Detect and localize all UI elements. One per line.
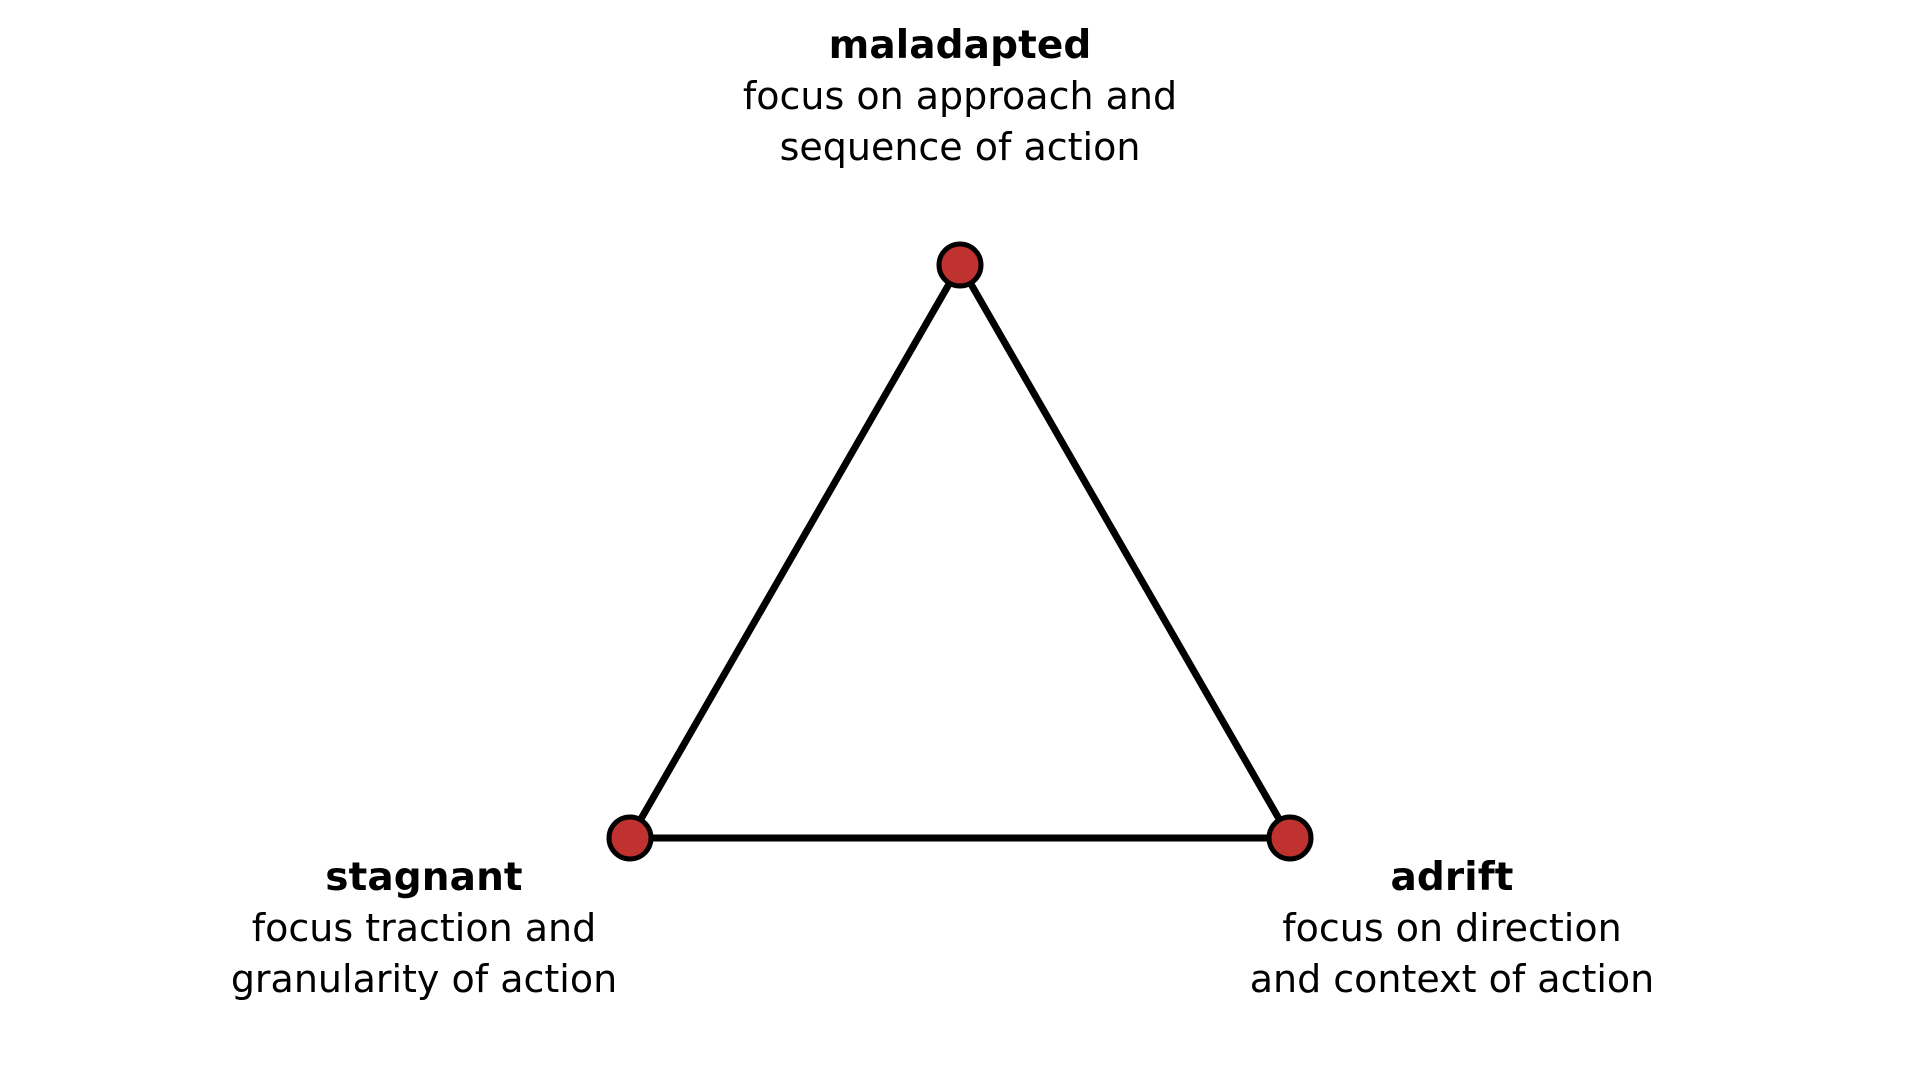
- edge-adrift-maladapted: [956, 261, 1294, 842]
- edge-maladapted-stagnant: [626, 261, 964, 842]
- node-title-maladapted: maladapted: [828, 23, 1092, 68]
- diagram-edges: [626, 261, 1294, 842]
- node-desc-stagnant: focus traction and granularity of action: [24, 903, 824, 1003]
- node-title-adrift: adrift: [1390, 855, 1514, 900]
- node-desc-adrift: focus on direction and context of action: [1052, 903, 1852, 1003]
- node-label-adrift: adrift focus on direction and context of…: [1052, 852, 1852, 1004]
- node-desc-line-2-adrift: and context of action: [1249, 956, 1655, 1001]
- node-desc-line-2-maladapted: sequence of action: [779, 124, 1141, 169]
- node-desc-maladapted: focus on approach and sequence of action: [560, 71, 1360, 171]
- node-desc-line-2-stagnant: granularity of action: [230, 956, 618, 1001]
- node-label-maladapted: maladapted focus on approach and sequenc…: [560, 20, 1360, 172]
- node-adrift[interactable]: [1266, 814, 1314, 862]
- node-desc-line-1-stagnant: focus traction and: [251, 906, 597, 951]
- node-title-stagnant: stagnant: [325, 855, 523, 900]
- node-maladapted[interactable]: [936, 241, 984, 289]
- node-label-stagnant: stagnant focus traction and granularity …: [24, 852, 824, 1004]
- diagram-nodes: [606, 241, 1314, 862]
- node-desc-line-1-maladapted: focus on approach and: [742, 74, 1178, 119]
- node-desc-line-1-adrift: focus on direction: [1282, 906, 1622, 951]
- node-stagnant[interactable]: [606, 814, 654, 862]
